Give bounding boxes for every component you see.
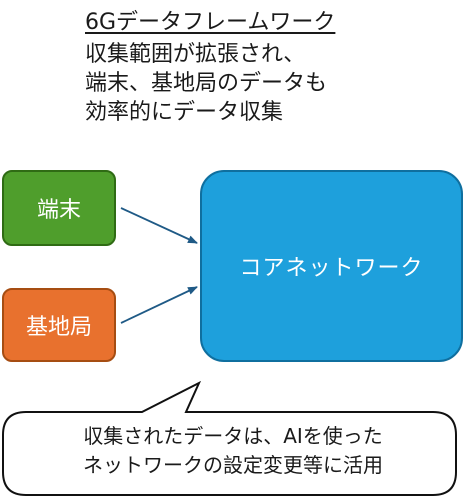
base-station-label: 基地局 — [25, 315, 92, 340]
base-station-node: 基地局 — [2, 288, 116, 362]
callout-shape — [2, 380, 457, 496]
arrow-terminal-to-core — [120, 207, 198, 244]
description-line-2: 端末、基地局のデータも — [85, 71, 328, 96]
callout-text: 収集されたデータは、AIを使った ネットワークの設定変更等に活用 — [28, 422, 438, 480]
terminal-node: 端末 — [2, 170, 116, 246]
core-network-node: コアネットワーク — [200, 170, 463, 362]
terminal-label: 端末 — [36, 198, 81, 223]
description-line-1: 収集範囲が拡張され、 — [85, 42, 306, 67]
callout-line-2: ネットワークの設定変更等に活用 — [83, 453, 383, 477]
callout-line-1: 収集されたデータは、AIを使った — [83, 424, 383, 448]
diagram-description: 収集範囲が拡張され、 端末、基地局のデータも 効率的にデータ収集 — [85, 40, 327, 127]
diagram-title: 6Gデータフレームワーク — [85, 10, 336, 35]
callout-bubble — [2, 380, 457, 496]
arrow-basestation-to-core — [120, 286, 198, 324]
description-line-3: 効率的にデータ収集 — [85, 100, 284, 125]
core-network-label: コアネットワーク — [239, 256, 424, 281]
